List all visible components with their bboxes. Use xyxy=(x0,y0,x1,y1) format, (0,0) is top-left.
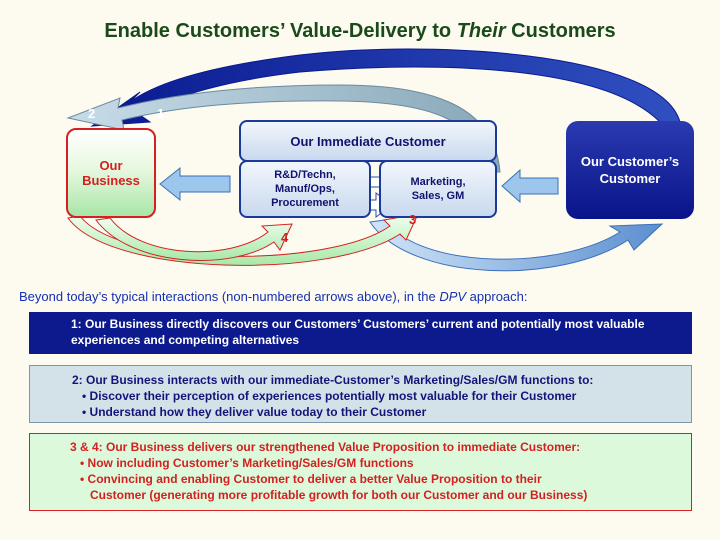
intro-text: Beyond today’s typical interactions (non… xyxy=(19,289,528,304)
panel-3-bullet: • Now including Customer’s Marketing/Sal… xyxy=(80,456,414,470)
arrow-3-label: 3 xyxy=(409,212,417,227)
panel-3-heading: 3 & 4: Our Business delivers our strengt… xyxy=(70,440,581,454)
arrow-4-label: 4 xyxy=(281,230,289,245)
arrow-2-label: 2 xyxy=(88,106,96,121)
panel-3-bullet: • Convincing and enabling Customer to de… xyxy=(80,472,542,486)
panel-step-3-4: 3 & 4: Our Business delivers our strengt… xyxy=(29,433,692,511)
rnd-node: R&D/Techn,Manuf/Ops,Procurement xyxy=(239,160,371,218)
marketing-node: Marketing,Sales, GM xyxy=(379,160,497,218)
panel-step-2: 2: Our Business interacts with our immed… xyxy=(29,365,692,423)
panel-2-bullet: • Discover their perception of experienc… xyxy=(82,389,577,403)
arrow-to-business xyxy=(159,166,231,202)
page-title: Enable Customers’ Value-Delivery to Thei… xyxy=(104,20,616,42)
panel-step-1: 1: Our Business directly discovers our C… xyxy=(29,312,692,354)
arrow-4 xyxy=(95,217,293,261)
panel-3-bullet-continuation: Customer (generating more profitable gro… xyxy=(90,488,588,502)
panel-2-heading: 2: Our Business interacts with our immed… xyxy=(72,373,594,387)
panel-2-bullet: • Understand how they deliver value toda… xyxy=(82,405,427,419)
immediate-customer-header: Our Immediate Customer xyxy=(239,120,497,162)
arrow-2 xyxy=(66,84,501,173)
arrow-to-marketing xyxy=(501,168,559,204)
arrow-1-label: 1 xyxy=(157,106,165,121)
arrow-bottom-blue xyxy=(369,219,664,272)
